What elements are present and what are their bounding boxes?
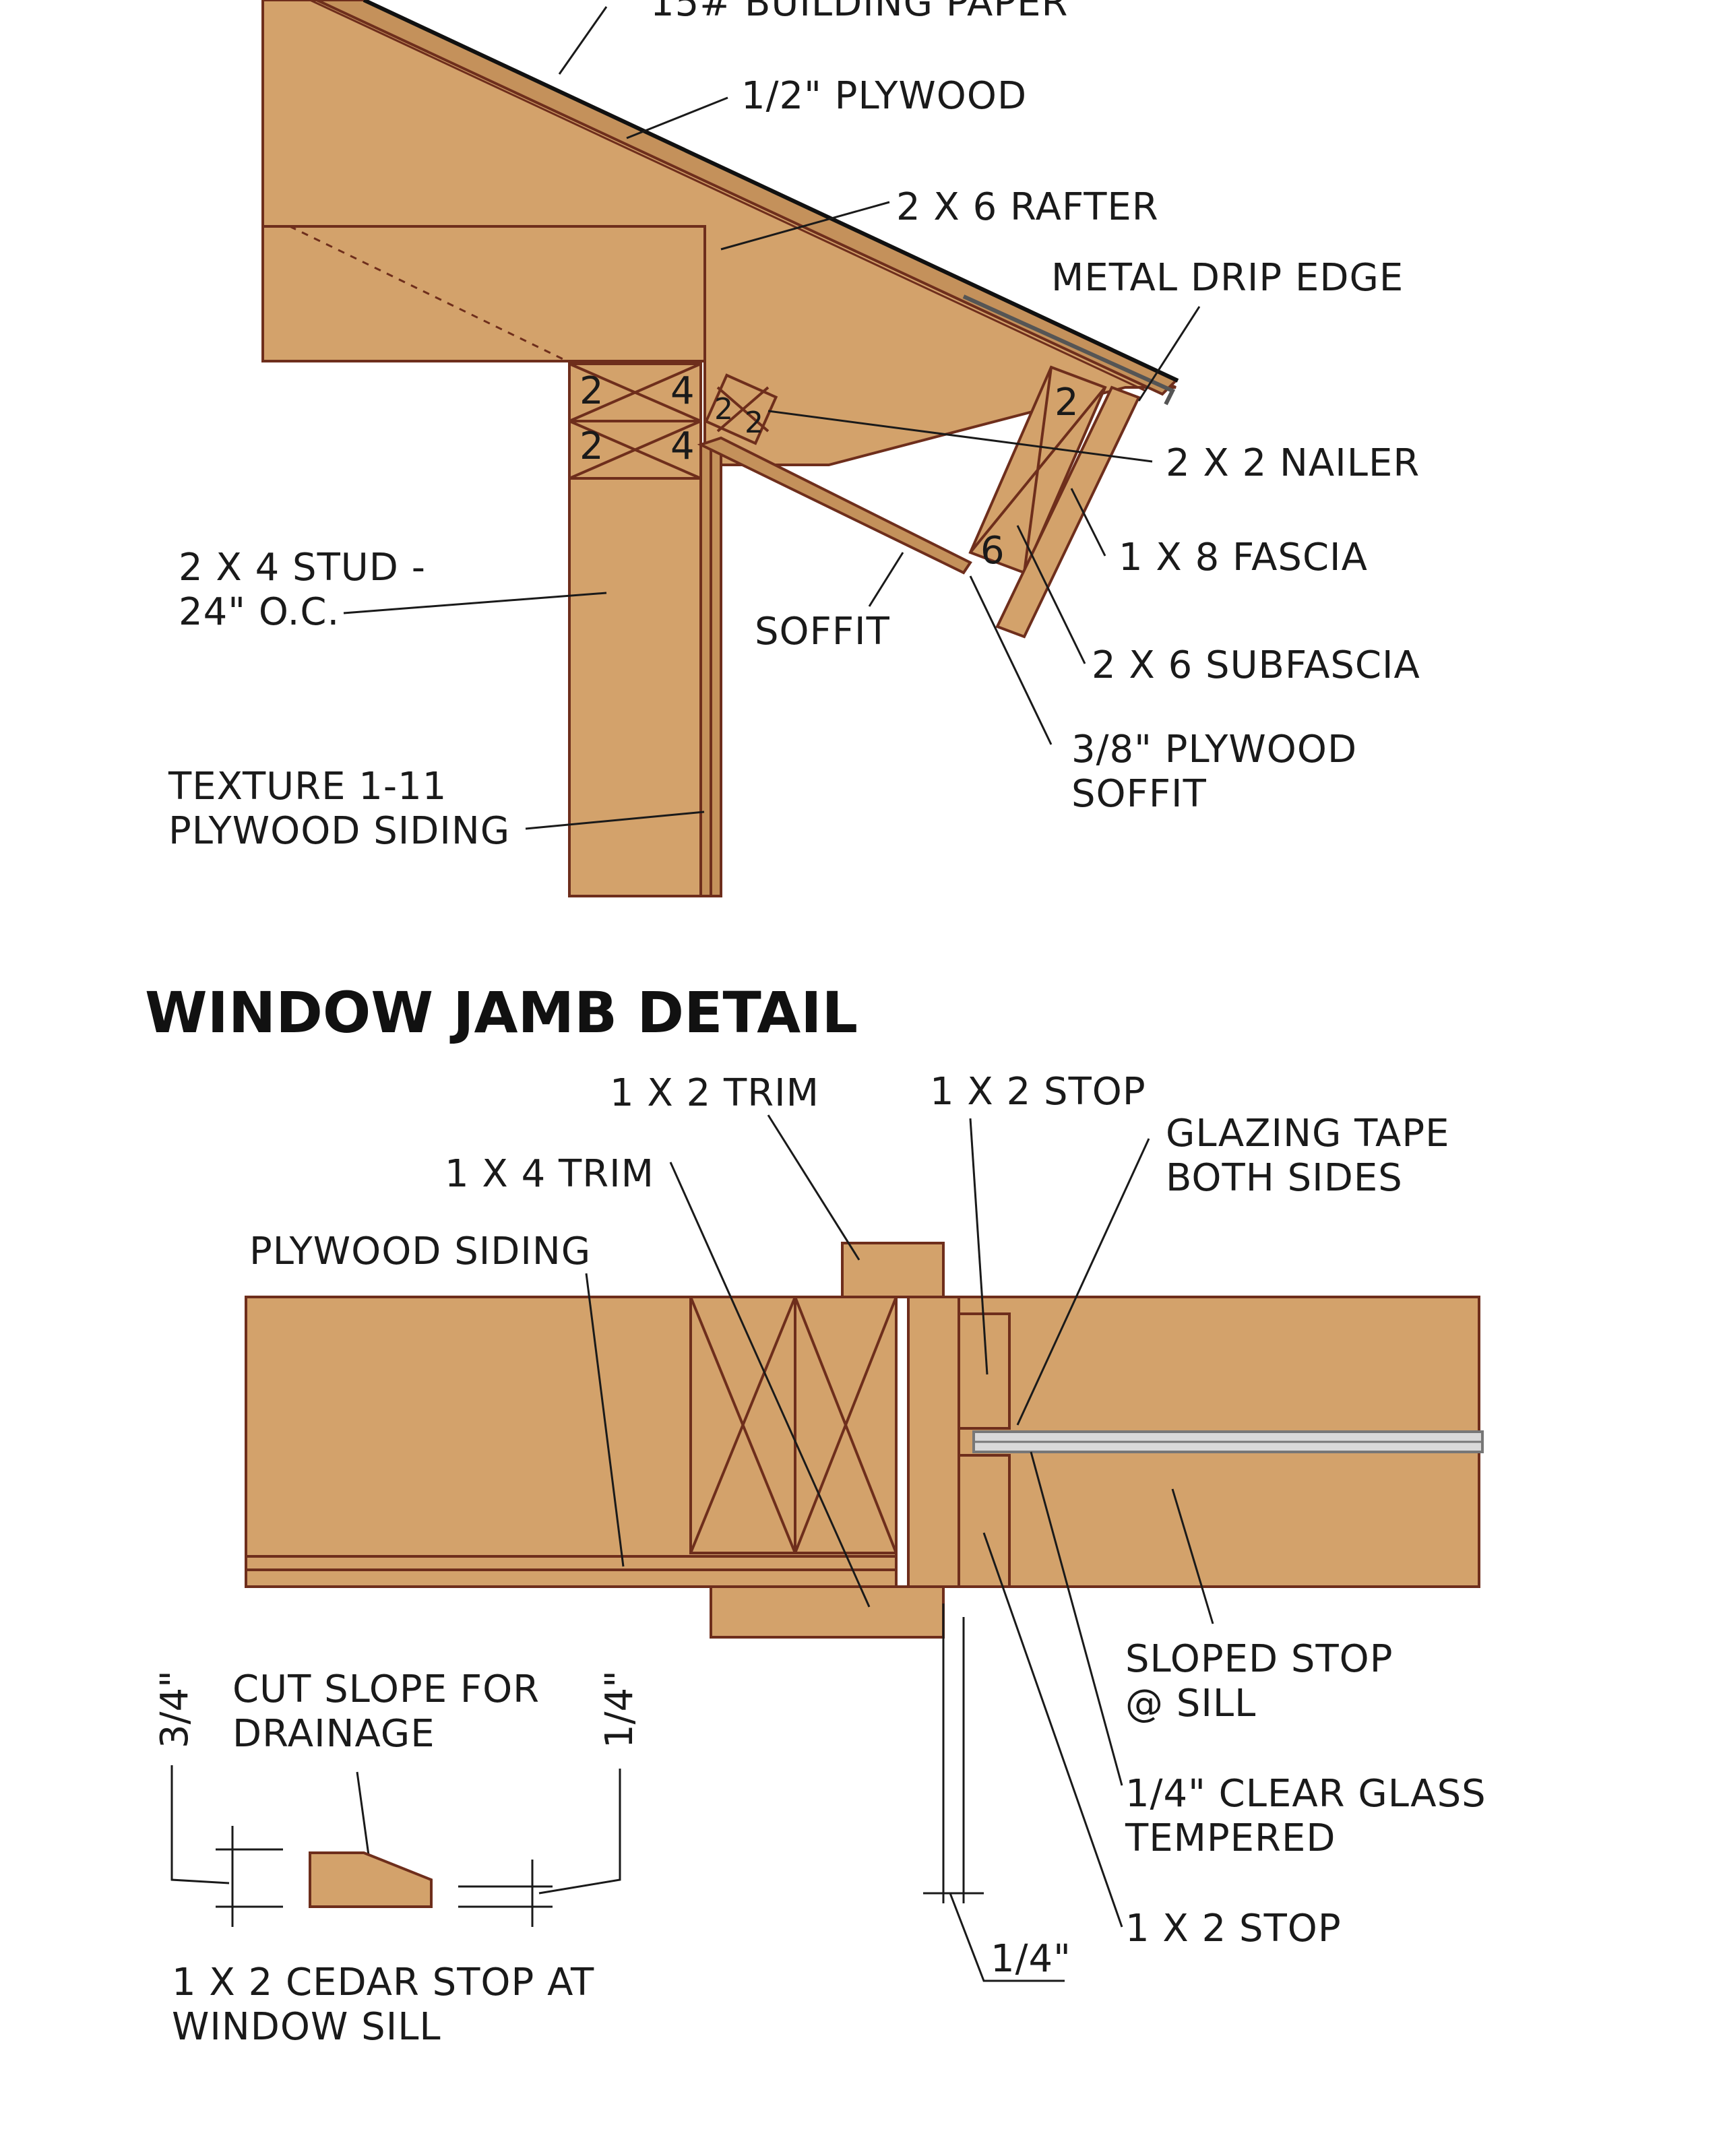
leader-stud <box>343 592 607 614</box>
label-glass-line2: TEMPERED <box>1125 1816 1336 1860</box>
label-half-plywood: 1/2" PLYWOOD <box>741 74 1028 118</box>
label-stud: 2 X 4 STUD - 24" O.C. <box>179 546 426 635</box>
leader-stop-bottom <box>982 1532 1123 1928</box>
dim-three-quarter-leader <box>170 1765 230 1884</box>
label-subfascia: 2 X 6 SUBFASCIA <box>1092 643 1420 687</box>
label-dim-quarter: 1/4" <box>991 1937 1071 1981</box>
label-cedar-line2: WINDOW SILL <box>172 2005 441 2049</box>
label-drip-edge: METAL DRIP EDGE <box>1051 256 1404 300</box>
ceiling-joist <box>261 225 706 362</box>
drip-edge <box>962 294 1176 406</box>
label-stud-line1: 2 X 4 STUD - <box>179 546 426 590</box>
mark-plate-lower-b: 4 <box>670 424 695 468</box>
label-glazing-tape: GLAZING TAPE BOTH SIDES <box>1166 1112 1449 1201</box>
mark-subfascia-a: 2 <box>1055 381 1079 424</box>
mark-plate-upper-b: 4 <box>670 369 695 413</box>
label-sloped-line2: @ SILL <box>1125 1682 1257 1725</box>
label-clear-glass: 1/4" CLEAR GLASS TEMPERED <box>1125 1772 1486 1861</box>
wall-stud <box>568 477 702 897</box>
roof-eave-detail <box>261 0 1179 897</box>
leader-trim-1x2 <box>767 1114 860 1261</box>
label-cut-line1: CUT SLOPE FOR <box>232 1668 540 1711</box>
label-glass-line1: 1/4" CLEAR GLASS <box>1125 1772 1486 1816</box>
mark-plate-lower-a: 2 <box>579 424 604 468</box>
label-dim-three-quarter: 3/4" <box>153 1670 197 1748</box>
stud-a-cross-2 <box>689 1296 796 1554</box>
label-plywood-soffit: 3/8" PLYWOOD SOFFIT <box>1071 728 1357 817</box>
fascia-board <box>995 385 1141 639</box>
leader-rafter <box>720 201 890 251</box>
label-plywood-soffit-line1: 3/8" PLYWOOD <box>1071 728 1358 771</box>
building-paper-line <box>363 0 1179 383</box>
label-cut-line2: DRAINAGE <box>232 1712 435 1756</box>
leader-sloped-stop <box>1171 1488 1214 1624</box>
label-stud-line2: 24" O.C. <box>179 590 340 634</box>
subfascia-cross-b <box>969 386 1106 554</box>
label-siding-line2: PLYWOOD SIDING <box>168 809 511 853</box>
label-glazing-line2: BOTH SIDES <box>1166 1156 1403 1200</box>
window-jamb <box>907 1296 960 1588</box>
leader-plywood-siding <box>585 1273 625 1567</box>
label-fascia: 1 X 8 FASCIA <box>1119 536 1368 579</box>
leader-glazing <box>1016 1138 1150 1426</box>
leader-trim-1x4 <box>669 1162 871 1608</box>
window-jamb-title: WINDOW JAMB DETAIL <box>145 980 858 1046</box>
leader-subfascia <box>1016 525 1086 664</box>
dim-quarter-leader <box>949 1893 1065 1982</box>
label-sloped-stop: SLOPED STOP @ SILL <box>1125 1637 1393 1726</box>
leader-plywood <box>626 96 728 139</box>
leader-glass <box>1030 1451 1123 1786</box>
leader-plywood-soffit <box>969 575 1053 745</box>
label-stop-1x2-bottom: 1 X 2 STOP <box>1125 1907 1342 1951</box>
label-trim-1x4: 1 X 4 TRIM <box>445 1152 654 1196</box>
label-soffit: SOFFIT <box>755 610 890 654</box>
leader-building-paper <box>558 6 608 75</box>
label-building-paper: 15# BUILDING PAPER <box>650 0 1069 25</box>
hidden-line <box>289 225 573 365</box>
label-plywood-soffit-line2: SOFFIT <box>1071 772 1207 816</box>
leader-stop-top <box>969 1118 989 1375</box>
label-nailer: 2 X 2 NAILER <box>1166 441 1420 485</box>
mark-nailer-b: 2 <box>745 406 764 440</box>
mark-nailer-a: 2 <box>714 392 734 426</box>
soffit-board <box>697 436 972 575</box>
label-sloped-line1: SLOPED STOP <box>1125 1637 1393 1681</box>
cedar-stop-profile <box>309 1851 433 1908</box>
roof-leaders <box>343 6 1201 830</box>
label-stop-1x2-top: 1 X 2 STOP <box>930 1070 1146 1114</box>
trim-1x4 <box>710 1585 945 1639</box>
label-plywood-siding: PLYWOOD SIDING <box>249 1230 592 1273</box>
leader-drip-edge <box>1137 306 1201 402</box>
stud-b-cross-2 <box>794 1296 898 1554</box>
nailer-cross-b <box>716 386 770 433</box>
window-jamb-drawing <box>245 1242 1484 1639</box>
leader-siding <box>525 811 705 830</box>
mark-plate-upper-a: 2 <box>579 369 604 413</box>
label-cedar-stop: 1 X 2 CEDAR STOP AT WINDOW SILL <box>172 1961 594 2050</box>
stop-top <box>958 1312 1011 1430</box>
label-rafter: 2 X 6 RAFTER <box>896 185 1159 229</box>
plate-cross-b <box>569 362 701 422</box>
label-trim-1x2: 1 X 2 TRIM <box>610 1071 819 1115</box>
leader-fascia <box>1070 488 1106 557</box>
leader-soffit <box>868 552 904 607</box>
label-cut-slope: CUT SLOPE FOR DRAINAGE <box>232 1668 540 1756</box>
label-siding: TEXTURE 1-11 PLYWOOD SIDING <box>168 765 510 854</box>
plate-cross-d <box>569 420 701 480</box>
label-cedar-line1: 1 X 2 CEDAR STOP AT <box>172 1961 595 2004</box>
leader-nailer <box>767 410 1153 463</box>
sheathing-inner-line <box>309 0 1146 392</box>
trim-1x2 <box>841 1242 945 1298</box>
stop-bottom <box>958 1454 1011 1588</box>
dim-quarter-right-leader <box>538 1769 621 1895</box>
label-dim-quarter-vertical: 1/4" <box>598 1670 641 1748</box>
trim-gap <box>895 1296 910 1588</box>
label-siding-line1: TEXTURE 1-11 <box>168 765 447 808</box>
mark-subfascia-b: 6 <box>980 529 1005 573</box>
label-glazing-line1: GLAZING TAPE <box>1166 1112 1450 1155</box>
